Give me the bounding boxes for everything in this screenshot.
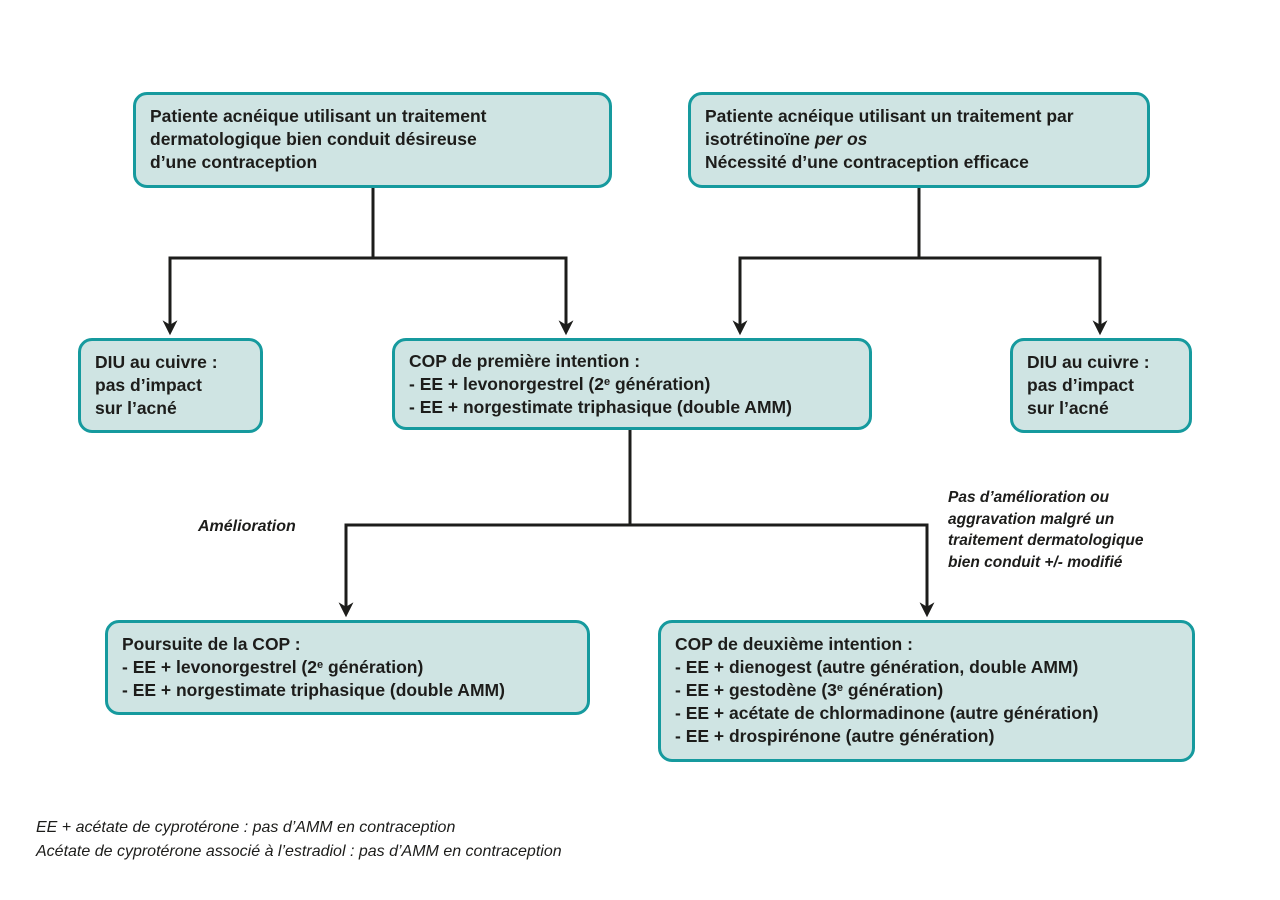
box-line: isotrétinoïne per os [705,128,1133,151]
text-segment-italic: per os [814,129,868,149]
box-line: dermatologique bien conduit désireuse [150,129,477,149]
box-line: - EE + acétate de chlormadinone (autre g… [675,703,1099,723]
text-segment: - EE + levonorgestrel (2 [409,374,604,394]
box-poursuite-cop: Poursuite de la COP : - EE + levonorgest… [105,620,590,715]
text-segment: génération) [610,374,711,394]
label-line: bien conduit +/- modifié [948,553,1123,571]
box-line: sur l’acné [1027,398,1109,418]
footnote-line: Acétate de cyprotérone associé à l’estra… [36,843,562,860]
label-line: Pas d’amélioration ou [948,489,1110,506]
text-segment: - EE + gestodène (3 [675,680,837,700]
text-segment: génération) [843,680,944,700]
box-line: - EE + dienogest (autre génération, doub… [675,657,1079,677]
superscript: e [317,659,324,671]
box-cop-second-intention: COP de deuxième intention : - EE + dieno… [658,620,1195,762]
box-cop-first-intention: COP de première intention : - EE + levon… [392,338,872,430]
box-line: pas d’impact [1027,375,1134,395]
label-line: aggravation malgré un [948,510,1115,528]
superscript: e [604,376,611,388]
box-line: Patiente acnéique utilisant un traitemen… [150,106,487,126]
box-line: - EE + norgestimate triphasique (double … [122,680,505,700]
box-patient-dermatologique: Patiente acnéique utilisant un traitemen… [133,92,612,188]
box-line: Nécessité d’une contraception efficace [705,152,1029,172]
footnote-line: EE + acétate de cyprotérone : pas d’AMM … [36,819,456,836]
superscript: e [836,682,844,694]
text-segment: génération) [323,657,424,677]
box-line: - EE + drospirénone (autre génération) [675,726,995,746]
box-line: sur l’acné [95,398,177,418]
label-line: traitement dermatologique [948,532,1144,549]
box-line: - EE + norgestimate triphasique (double … [409,397,792,417]
box-diu-copper-right: DIU au cuivre : pas d’impact sur l’acné [1010,338,1192,433]
box-line: - EE + gestodène (3e génération) [675,679,1178,702]
box-line: - EE + levonorgestrel (2e génération) [409,373,855,396]
box-line: DIU au cuivre : [1027,352,1150,372]
text-segment: isotrétinoïne [705,129,815,149]
box-line: Patiente acnéique utilisant un traitemen… [705,106,1074,126]
box-title: COP de deuxième intention : [675,634,913,654]
box-line: - EE + levonorgestrel (2e génération) [122,656,573,679]
box-line: d’une contraception [150,152,318,172]
box-line: DIU au cuivre : [95,352,218,372]
box-diu-copper-left: DIU au cuivre : pas d’impact sur l’acné [78,338,263,433]
text-segment: - EE + levonorgestrel (2 [122,657,317,677]
box-title: COP de première intention : [409,351,641,371]
footnote: EE + acétate de cyprotérone : pas d’AMM … [36,816,562,864]
box-patient-isotretinoine: Patiente acnéique utilisant un traitemen… [688,92,1150,188]
box-line: pas d’impact [95,375,202,395]
label-pas-amelioration: Pas d’amélioration ou aggravation malgré… [948,487,1198,573]
label-amelioration: Amélioration [198,518,296,535]
box-title: Poursuite de la COP : [122,634,301,654]
